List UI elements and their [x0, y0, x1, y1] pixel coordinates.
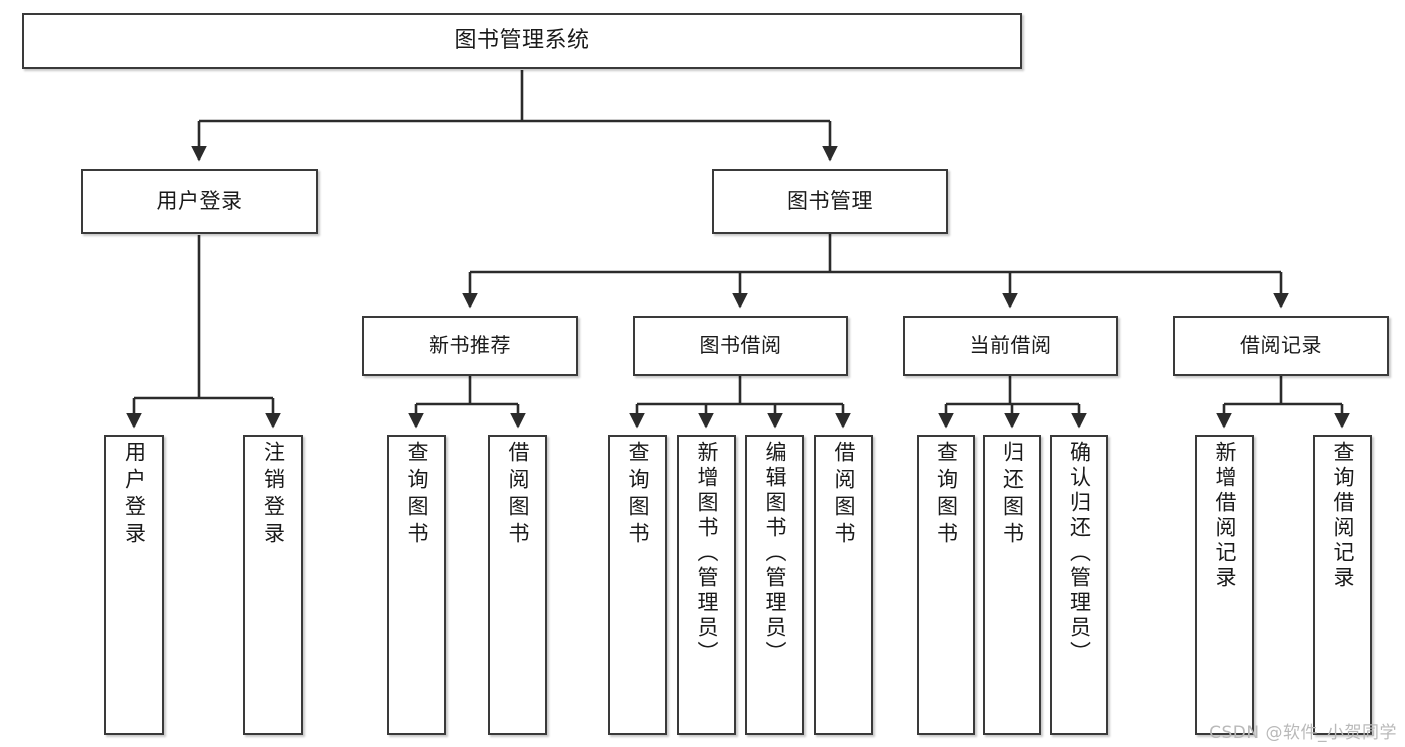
node-leaf-query-book-2-label: 查询图书: [626, 441, 650, 549]
node-leaf-confirm-return-label: 确认归还（管理员）: [1067, 441, 1092, 666]
node-user-login-label: 用户登录: [156, 189, 243, 214]
node-leaf-confirm-return[interactable]: 确认归还（管理员）: [1050, 435, 1108, 735]
node-book-borrow-label: 图书借阅: [699, 333, 782, 358]
node-leaf-query-book-3-label: 查询图书: [934, 441, 959, 549]
node-root-label: 图书管理系统: [454, 28, 590, 54]
node-leaf-add-record[interactable]: 新增借阅记录: [1195, 435, 1254, 735]
node-leaf-add-book[interactable]: 新增图书（管理员）: [677, 435, 736, 735]
node-leaf-query-book-2[interactable]: 查询图书: [608, 435, 667, 735]
node-leaf-add-book-label: 新增图书（管理员）: [695, 441, 719, 666]
node-leaf-logout-login[interactable]: 注销登录: [243, 435, 303, 735]
node-leaf-return-book[interactable]: 归还图书: [983, 435, 1041, 735]
node-leaf-query-record[interactable]: 查询借阅记录: [1313, 435, 1372, 735]
node-leaf-add-record-label: 新增借阅记录: [1213, 441, 1237, 591]
node-leaf-return-book-label: 归还图书: [1000, 441, 1025, 549]
node-leaf-edit-book[interactable]: 编辑图书（管理员）: [745, 435, 804, 735]
node-leaf-logout-login-label: 注销登录: [261, 441, 286, 549]
node-leaf-edit-book-label: 编辑图书（管理员）: [763, 441, 787, 666]
node-leaf-user-login[interactable]: 用户登录: [104, 435, 164, 735]
node-book-manage-label: 图书管理: [787, 189, 873, 214]
node-leaf-borrow-book-2-label: 借阅图书: [832, 441, 856, 549]
node-leaf-query-book-3[interactable]: 查询图书: [917, 435, 975, 735]
node-root[interactable]: 图书管理系统: [22, 13, 1022, 69]
node-leaf-query-record-label: 查询借阅记录: [1331, 441, 1355, 591]
node-leaf-user-login-label: 用户登录: [122, 441, 147, 549]
node-leaf-borrow-book-2[interactable]: 借阅图书: [814, 435, 873, 735]
node-user-login[interactable]: 用户登录: [81, 169, 318, 234]
node-leaf-query-book-1-label: 查询图书: [405, 441, 429, 549]
node-new-book-recommend[interactable]: 新书推荐: [362, 316, 578, 376]
node-book-borrow[interactable]: 图书借阅: [633, 316, 848, 376]
node-leaf-query-book-1[interactable]: 查询图书: [387, 435, 446, 735]
node-current-borrow[interactable]: 当前借阅: [903, 316, 1118, 376]
node-current-borrow-label: 当前借阅: [969, 333, 1052, 358]
node-borrow-record-label: 借阅记录: [1240, 333, 1322, 358]
node-new-book-recommend-label: 新书推荐: [429, 333, 511, 358]
watermark: CSDN @软件_小贺同学: [1209, 723, 1397, 743]
node-leaf-borrow-book-1-label: 借阅图书: [506, 441, 530, 549]
node-leaf-borrow-book-1[interactable]: 借阅图书: [488, 435, 547, 735]
node-book-manage[interactable]: 图书管理: [712, 169, 948, 234]
node-borrow-record[interactable]: 借阅记录: [1173, 316, 1389, 376]
